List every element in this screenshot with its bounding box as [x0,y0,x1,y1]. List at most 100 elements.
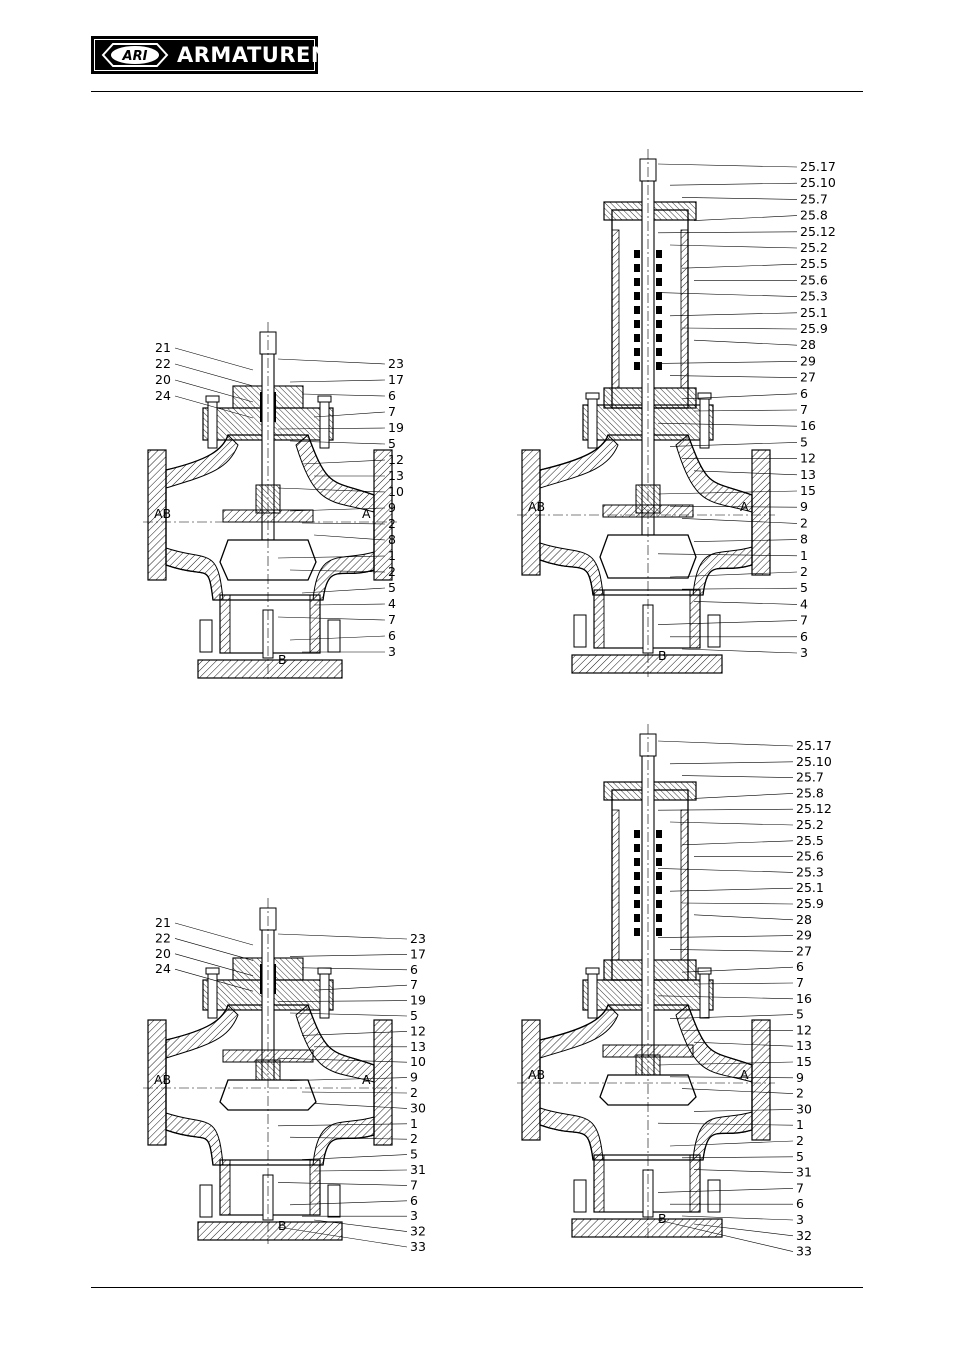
bottom-bolt [327,619,341,653]
bolt-nut [317,395,332,403]
callout-label: 12 [796,1022,812,1037]
bottom-flange [571,1218,723,1238]
bottom-flange [197,659,343,679]
footer-rule [91,1287,863,1288]
callout-label: 5 [796,1007,804,1022]
callout-label: 21 [155,915,171,930]
callout-leader [277,1123,408,1127]
callout-leader [669,821,794,826]
outlet-flange [373,1019,393,1146]
callout-leader [657,868,794,873]
callout-leader [657,808,794,811]
callout-label: 30 [796,1101,812,1116]
bellows-fold [634,830,640,838]
callout-label: 1 [410,1116,418,1131]
callout-leader [693,914,794,921]
callout-leader [669,182,798,186]
callout-leader [693,339,798,346]
callout-leader [289,1200,408,1206]
port-label-b: B [658,648,667,663]
callout-label: 22 [155,356,171,371]
callout-label: 7 [796,1180,804,1195]
bellows-fold [656,362,662,370]
callout-leader [681,587,798,590]
callout-leader [681,1215,794,1221]
callout-label: 1 [796,1117,804,1132]
callout-label: 2 [800,564,808,579]
callout-leader [301,587,386,594]
callout-label: 7 [800,402,808,417]
callout-leader [174,953,254,977]
bellows-fold [656,900,662,908]
body-wall-lower-right [312,551,375,601]
callout-leader [657,292,798,297]
callout-label: 31 [796,1165,812,1180]
callout-leader [301,1154,408,1160]
callout-label: 5 [410,1147,418,1162]
callout-label: 21 [155,340,171,355]
callout-label: 6 [388,388,396,403]
callout-label: 9 [800,499,808,514]
callout-leader [289,440,386,445]
callout-label: 7 [410,1177,418,1192]
port-label-b: B [278,1218,287,1233]
callout-leader [301,967,408,971]
callout-leader [657,231,798,234]
callout-leader [657,1188,794,1193]
callout-label: 3 [800,645,808,660]
callout-leader [277,616,386,621]
callout-leader [669,887,794,892]
callout-label: 6 [800,386,808,401]
callout-leader [693,215,798,221]
body-wall-upper-left [165,1004,239,1059]
callout-leader [669,244,798,249]
callout-leader [289,954,408,957]
body-wall-upper-right [295,1004,375,1083]
callout-label: 27 [800,370,816,385]
callout-label: 6 [388,628,396,643]
callout-leader [693,1041,794,1047]
flange-bolt [587,971,598,1019]
callout-label: 27 [796,943,812,958]
port-label-ab: AB [154,1072,171,1087]
callout-leader [693,982,794,985]
callout-label: 25.17 [800,159,836,174]
callout-leader [681,518,798,524]
callout-leader [669,1076,794,1079]
callout-label: 32 [796,1228,812,1243]
callout-label: 7 [410,977,418,992]
callout-leader [657,620,798,625]
callout-label: 1 [388,548,396,563]
callout-label: 2 [796,1086,804,1101]
callout-leader [681,966,794,973]
bottom-bolt [199,619,213,653]
bolt-nut [585,967,600,975]
callout-leader [289,379,386,383]
flange-bolt [319,399,330,449]
callout-leader [693,1109,794,1112]
brand-name: ARMATUREN [177,43,329,67]
callout-leader [657,1061,794,1066]
bellows-housing-wall-left [611,229,620,389]
callout-label: 31 [410,1162,426,1177]
bellows-fold [634,306,640,314]
bottom-housing-wall-right [689,589,701,649]
callout-leader [669,375,798,378]
body-wall-upper-left [539,1004,619,1059]
callout-label: 7 [388,404,396,419]
callout-leader [277,358,386,365]
bellows-fold [634,844,640,852]
callout-label: 5 [796,1149,804,1164]
callout-label: 2 [388,564,396,579]
callout-label: 25.1 [800,305,828,320]
callout-leader [174,938,254,961]
bellows-fold [656,830,662,838]
callout-leader [289,1012,408,1017]
callout-label: 24 [155,388,171,403]
bellows-fold [634,264,640,272]
callout-label: 22 [155,930,171,945]
bellows-fold [634,250,640,258]
callout-label: 2 [410,1085,418,1100]
callout-label: 6 [410,1193,418,1208]
